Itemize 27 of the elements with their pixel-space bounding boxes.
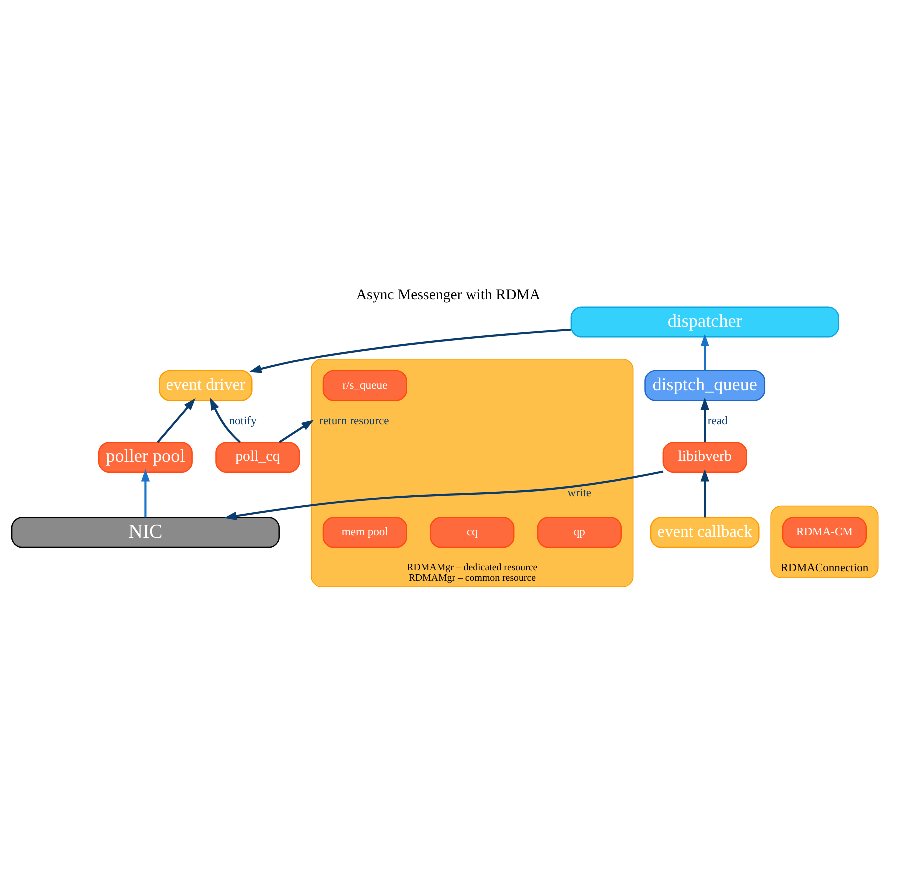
node-box: event driver — [159, 370, 253, 401]
arrow — [279, 419, 314, 443]
arrow — [700, 468, 710, 518]
arrow — [210, 397, 241, 443]
node-box: dispatcher — [570, 306, 840, 338]
arrow — [157, 398, 196, 443]
node-box: cq — [430, 516, 515, 548]
arrow — [700, 334, 710, 370]
node-box: NIC — [11, 516, 280, 548]
node-box: RDMA-CM — [782, 516, 868, 548]
node-box: qp — [537, 516, 622, 548]
edge-label: write — [568, 487, 592, 500]
arrow — [224, 470, 664, 520]
node-box: disptch_queue — [644, 370, 766, 401]
diagram-title: Async Messenger with RDMA — [356, 286, 541, 303]
node-box: poll_cq — [216, 442, 300, 473]
arrow — [141, 468, 150, 518]
arrow — [700, 397, 710, 442]
edge-label: return resource — [320, 415, 390, 428]
edge-label: read — [708, 415, 728, 428]
node-box: poller pool — [98, 442, 193, 473]
node-box: event callback — [650, 516, 760, 548]
node-box: r/s_queue — [322, 370, 408, 401]
edge-label: notify — [229, 415, 257, 428]
arrow — [249, 328, 572, 373]
node-box: libibverb — [662, 442, 748, 473]
node-box: mem pool — [322, 516, 408, 548]
